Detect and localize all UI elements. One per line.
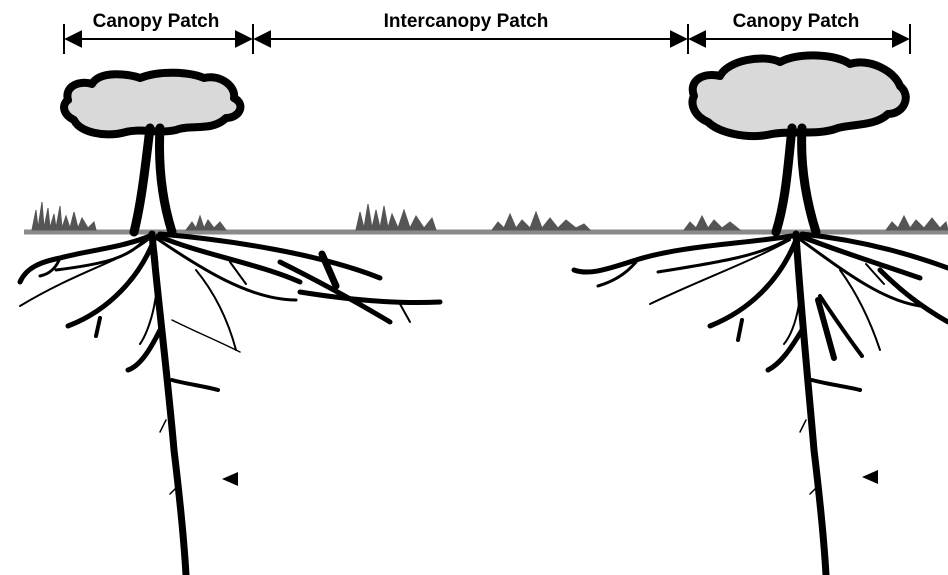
arrowhead-marker-icon <box>222 472 238 486</box>
label-intercanopy: Intercanopy Patch <box>384 11 549 32</box>
grass-tuft-icon <box>684 216 740 230</box>
grass-tuft-icon <box>886 216 948 230</box>
tree-trunk-icon <box>134 128 172 232</box>
left-tree <box>20 73 440 575</box>
grass-tuft-icon <box>492 212 590 230</box>
tree-trunk-icon <box>776 128 816 232</box>
arrowhead-marker-icon <box>862 470 878 484</box>
grass-tuft-icon <box>356 204 436 230</box>
right-tree <box>574 55 948 575</box>
grass-tuft-icon <box>32 202 96 230</box>
label-canopy-right: Canopy Patch <box>733 11 860 32</box>
root-system-icon <box>20 234 440 575</box>
label-canopy-left: Canopy Patch <box>93 11 220 32</box>
root-system-icon <box>574 234 948 575</box>
grass-tuft-icon <box>186 216 226 230</box>
tree-crown-icon <box>693 55 906 136</box>
